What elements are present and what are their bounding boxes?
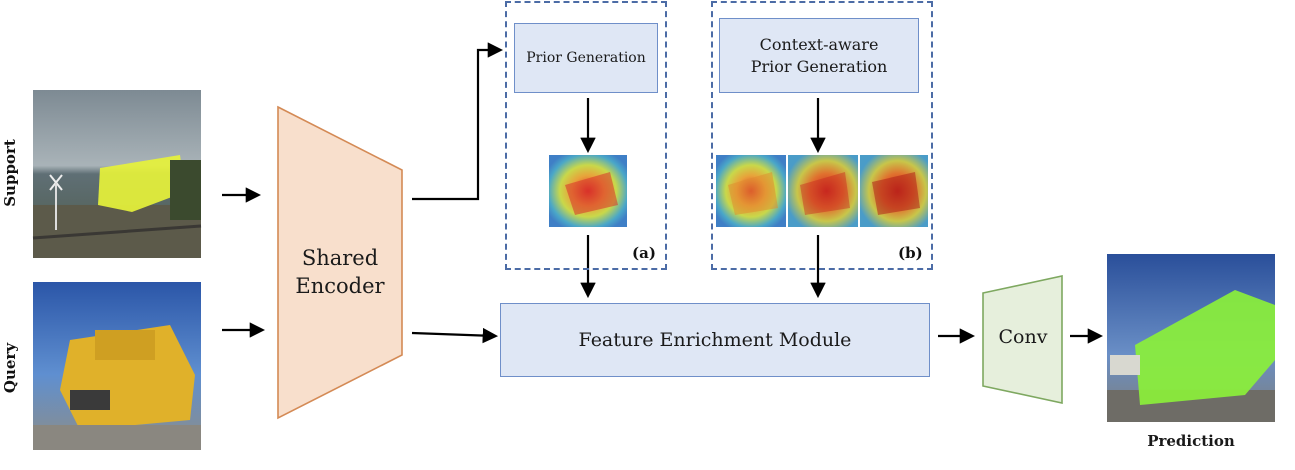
fem-label: Feature Enrichment Module: [578, 329, 852, 351]
support-image: [32, 90, 202, 258]
prior-map-b-3: [860, 155, 928, 227]
context-aware-line-1: Context-aware: [759, 34, 879, 54]
tag-a: (a): [632, 244, 656, 262]
conv-label: Conv: [998, 326, 1048, 348]
prior-map-a: [549, 155, 627, 227]
prior-generation-box: Prior Generation: [514, 23, 658, 93]
tag-b: (b): [898, 244, 923, 262]
arrow-encoder-to-fem: [411, 327, 499, 344]
prior-group-b: [711, 1, 933, 270]
prior-generation-label: Prior Generation: [526, 50, 646, 66]
support-label: Support: [1, 139, 19, 207]
prediction-image: [1107, 254, 1275, 422]
prior-group-a: [505, 1, 667, 270]
context-aware-line-2: Prior Generation: [750, 56, 888, 76]
prior-map-b-2: [788, 155, 858, 227]
encoder-line-2: Encoder: [295, 274, 385, 298]
encoder-line-1: Shared: [301, 246, 379, 270]
conv-shape: [982, 275, 1063, 404]
shared-encoder-text: Shared Encoder: [290, 244, 390, 300]
query-image: [33, 282, 201, 450]
shared-encoder-shape: [277, 105, 403, 420]
context-aware-prior-box: Context-aware Prior Generation: [719, 18, 919, 93]
arrow-encoder-to-prior-a: [412, 42, 504, 201]
feature-enrichment-module: Feature Enrichment Module: [500, 303, 930, 377]
prior-map-b-1: [716, 155, 786, 227]
prediction-label: Prediction: [1147, 432, 1235, 450]
query-label: Query: [1, 342, 19, 394]
